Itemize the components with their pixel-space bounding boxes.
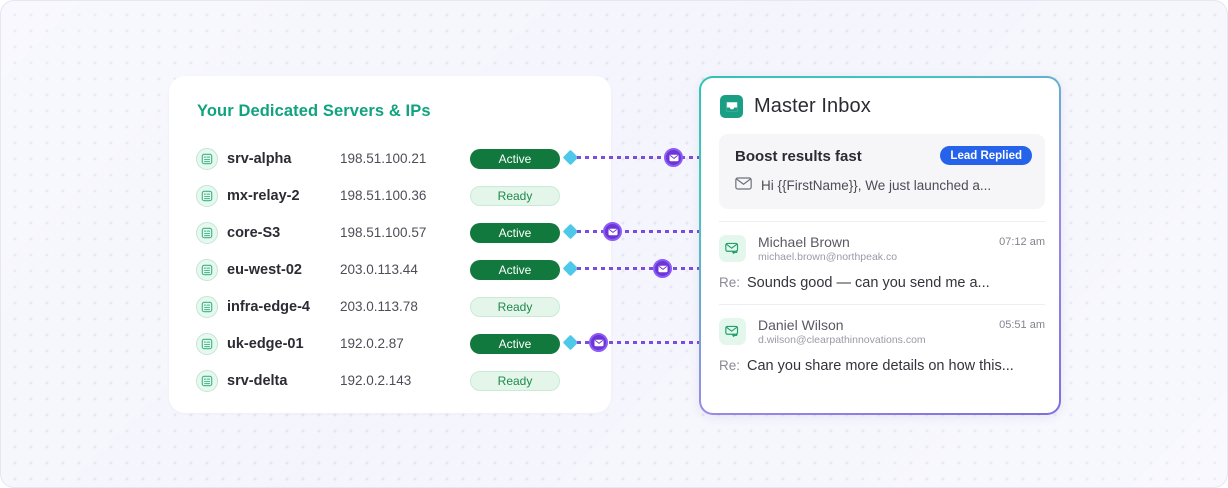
- server-name: infra-edge-4: [227, 298, 310, 315]
- server-row[interactable]: eu-west-02 203.0.113.44 Active: [1, 251, 560, 288]
- message-snippet: Sounds good — can you send me a...: [747, 275, 990, 291]
- sender-name: Michael Brown: [758, 234, 850, 250]
- server-row[interactable]: mx-relay-2 198.51.100.36 Ready: [1, 177, 560, 214]
- campaign-card[interactable]: Boost results fast Lead Replied Hi {{Fir…: [719, 134, 1045, 209]
- campaign-preview: Hi {{FirstName}}, We just launched a...: [735, 177, 991, 193]
- campaign-title: Boost results fast: [735, 148, 862, 165]
- server-ip: 192.0.2.143: [340, 373, 412, 388]
- connector-node-icon: [562, 260, 579, 277]
- message-time: 07:12 am: [999, 236, 1045, 248]
- server-ip: 203.0.113.44: [340, 262, 418, 277]
- master-inbox-body: Master Inbox Boost results fast Lead Rep…: [701, 78, 1059, 413]
- re-label: Re:: [719, 358, 741, 373]
- sender-email: michael.brown@northpeak.co: [758, 251, 898, 263]
- server-icon: [196, 221, 218, 244]
- dedicated-servers-card: Your Dedicated Servers & IPs: [169, 76, 611, 413]
- server-ip: 203.0.113.78: [340, 299, 418, 314]
- server-status-badge: Ready: [470, 296, 560, 317]
- server-name: mx-relay-2: [227, 187, 300, 204]
- message-snippet: Can you share more details on how this..…: [747, 358, 1014, 374]
- connector-mail-icon: [664, 148, 683, 167]
- inbox-title: Master Inbox: [754, 95, 871, 117]
- server-ip: 192.0.2.87: [340, 336, 404, 351]
- server-status-badge: Ready: [470, 185, 560, 206]
- server-ip: 198.51.100.36: [340, 188, 427, 203]
- server-name: srv-delta: [227, 372, 288, 389]
- server-name: uk-edge-01: [227, 335, 304, 352]
- campaign-preview-text: Hi {{FirstName}}, We just launched a...: [761, 177, 992, 193]
- divider: [719, 304, 1045, 305]
- inbox-header: Master Inbox: [720, 95, 871, 118]
- server-status-badge: Active: [470, 222, 560, 243]
- server-status-badge: Active: [470, 148, 560, 169]
- server-name: core-S3: [227, 224, 281, 241]
- connector-mail-icon: [603, 222, 622, 241]
- server-row[interactable]: uk-edge-01 192.0.2.87 Active: [1, 325, 560, 362]
- sender-email: d.wilson@clearpathinnovations.com: [758, 334, 926, 346]
- server-status-badge: Active: [470, 333, 560, 354]
- server-icon: [196, 258, 218, 281]
- message-subject: Re: Can you share more details on how thi…: [719, 358, 1014, 374]
- connector-node-icon: [562, 149, 579, 166]
- inbox-icon: [720, 95, 743, 118]
- envelope-icon: [735, 177, 752, 193]
- connector-mail-icon: [589, 333, 608, 352]
- server-icon: [196, 147, 218, 170]
- server-ip: 198.51.100.21: [340, 151, 427, 166]
- mail-reply-icon: [719, 235, 746, 262]
- page-title: Your Dedicated Servers & IPs: [197, 102, 431, 120]
- server-status-badge: Active: [470, 259, 560, 280]
- connector-node-icon: [562, 223, 579, 240]
- server-row[interactable]: core-S3 198.51.100.57 Active: [1, 214, 560, 251]
- sender-name: Daniel Wilson: [758, 317, 844, 333]
- server-icon: [196, 332, 218, 355]
- divider: [719, 221, 1045, 222]
- server-row[interactable]: srv-alpha 198.51.100.21 Active: [1, 140, 560, 177]
- server-icon: [196, 369, 218, 392]
- server-icon: [196, 295, 218, 318]
- message-time: 05:51 am: [999, 319, 1045, 331]
- server-name: srv-alpha: [227, 150, 292, 167]
- master-inbox-panel: Master Inbox Boost results fast Lead Rep…: [699, 76, 1061, 415]
- server-name: eu-west-02: [227, 261, 302, 278]
- re-label: Re:: [719, 275, 741, 290]
- server-status-badge: Ready: [470, 370, 560, 391]
- message-subject: Re: Sounds good — can you send me a...: [719, 275, 990, 291]
- connector-node-icon: [562, 334, 579, 351]
- server-row[interactable]: infra-edge-4 203.0.113.78 Ready: [1, 288, 560, 325]
- mail-reply-icon: [719, 318, 746, 345]
- status-badge: Lead Replied: [940, 146, 1032, 165]
- server-icon: [196, 184, 218, 207]
- server-row[interactable]: srv-delta 192.0.2.143 Ready: [1, 362, 560, 399]
- server-ip: 198.51.100.57: [340, 225, 427, 240]
- connector-mail-icon: [653, 259, 672, 278]
